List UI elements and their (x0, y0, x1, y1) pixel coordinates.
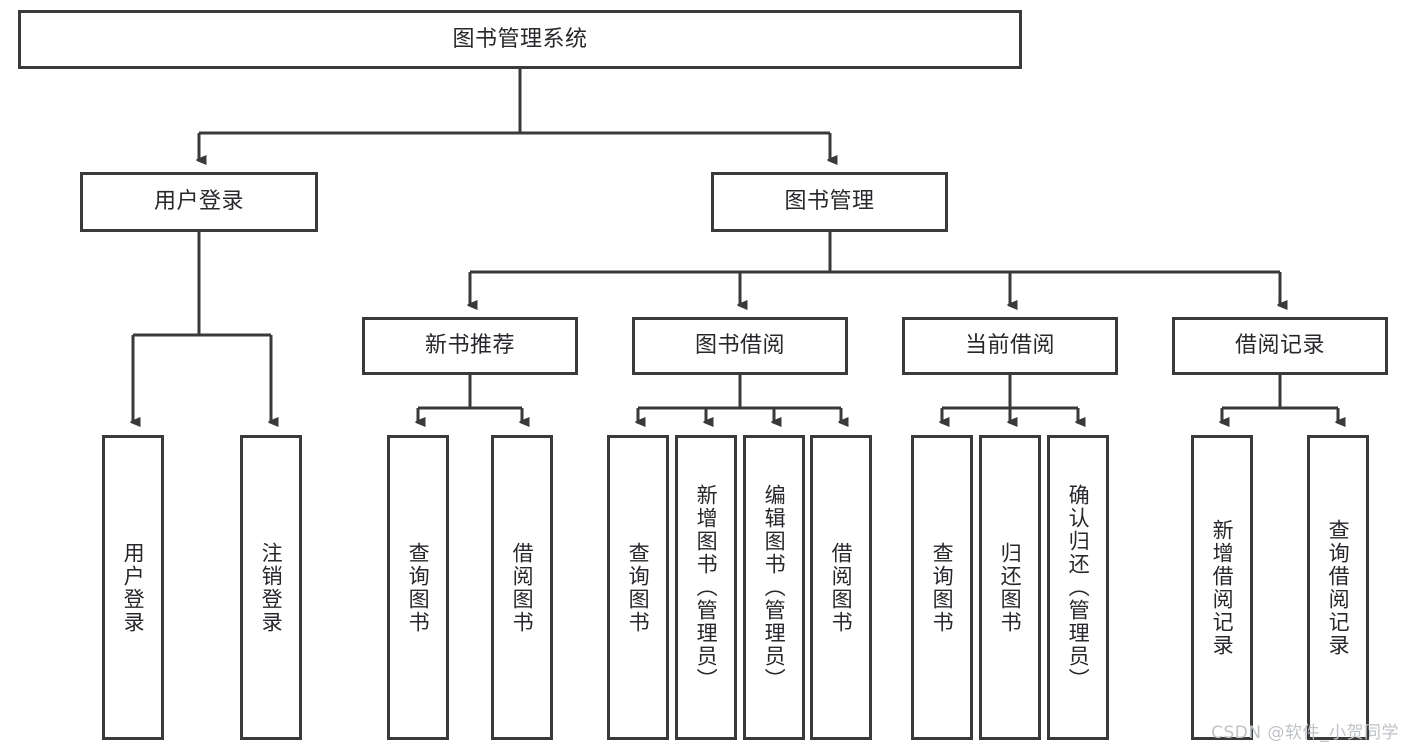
node-current-borrowing[interactable]: 当前借阅 (902, 317, 1118, 375)
node-label: 图书借阅 (694, 333, 785, 359)
node-label: 查询借阅记录 (1326, 518, 1351, 657)
node-label: 借阅图书 (510, 541, 535, 634)
node-user-login[interactable]: 用户登录 (80, 172, 318, 232)
node-book-borrowing[interactable]: 图书借阅 (632, 317, 848, 375)
node-label: 新增图书（管理员） (694, 484, 719, 691)
leaf-query-book-new[interactable]: 查询图书 (387, 435, 449, 740)
node-label: 归还图书 (998, 541, 1023, 634)
node-library-management-system[interactable]: 图书管理系统 (18, 10, 1022, 69)
leaf-borrow-book[interactable]: 借阅图书 (810, 435, 872, 740)
node-label: 新增借阅记录 (1210, 518, 1235, 657)
leaf-add-borrow-record[interactable]: 新增借阅记录 (1191, 435, 1253, 740)
leaf-query-borrow-record[interactable]: 查询借阅记录 (1307, 435, 1369, 740)
node-label: 用户登录 (121, 541, 146, 634)
leaf-edit-book-admin[interactable]: 编辑图书（管理员） (743, 435, 805, 740)
leaf-add-book-admin[interactable]: 新增图书（管理员） (675, 435, 737, 740)
leaf-return-book[interactable]: 归还图书 (979, 435, 1041, 740)
leaf-user-login[interactable]: 用户登录 (102, 435, 164, 740)
node-label: 查询图书 (930, 541, 955, 634)
node-label: 当前借阅 (964, 333, 1055, 359)
node-label: 用户登录 (153, 189, 244, 215)
node-label: 图书管理 (784, 189, 875, 215)
leaf-logout[interactable]: 注销登录 (240, 435, 302, 740)
node-book-management[interactable]: 图书管理 (711, 172, 948, 232)
node-label: 借阅图书 (829, 541, 854, 634)
node-label: 图书管理系统 (452, 26, 588, 52)
leaf-query-book-borrow[interactable]: 查询图书 (607, 435, 669, 740)
node-label: 查询图书 (406, 541, 431, 634)
leaf-borrow-book-new[interactable]: 借阅图书 (491, 435, 553, 740)
node-new-book-recommendation[interactable]: 新书推荐 (362, 317, 578, 375)
node-label: 借阅记录 (1234, 333, 1325, 359)
leaf-query-book-current[interactable]: 查询图书 (911, 435, 973, 740)
node-label: 编辑图书（管理员） (762, 484, 787, 691)
node-label: 确认归还（管理员） (1066, 484, 1091, 691)
leaf-confirm-return-admin[interactable]: 确认归还（管理员） (1047, 435, 1109, 740)
node-label: 查询图书 (626, 541, 651, 634)
node-label: 注销登录 (259, 541, 284, 634)
node-label: 新书推荐 (424, 333, 515, 359)
node-borrowing-records[interactable]: 借阅记录 (1172, 317, 1388, 375)
